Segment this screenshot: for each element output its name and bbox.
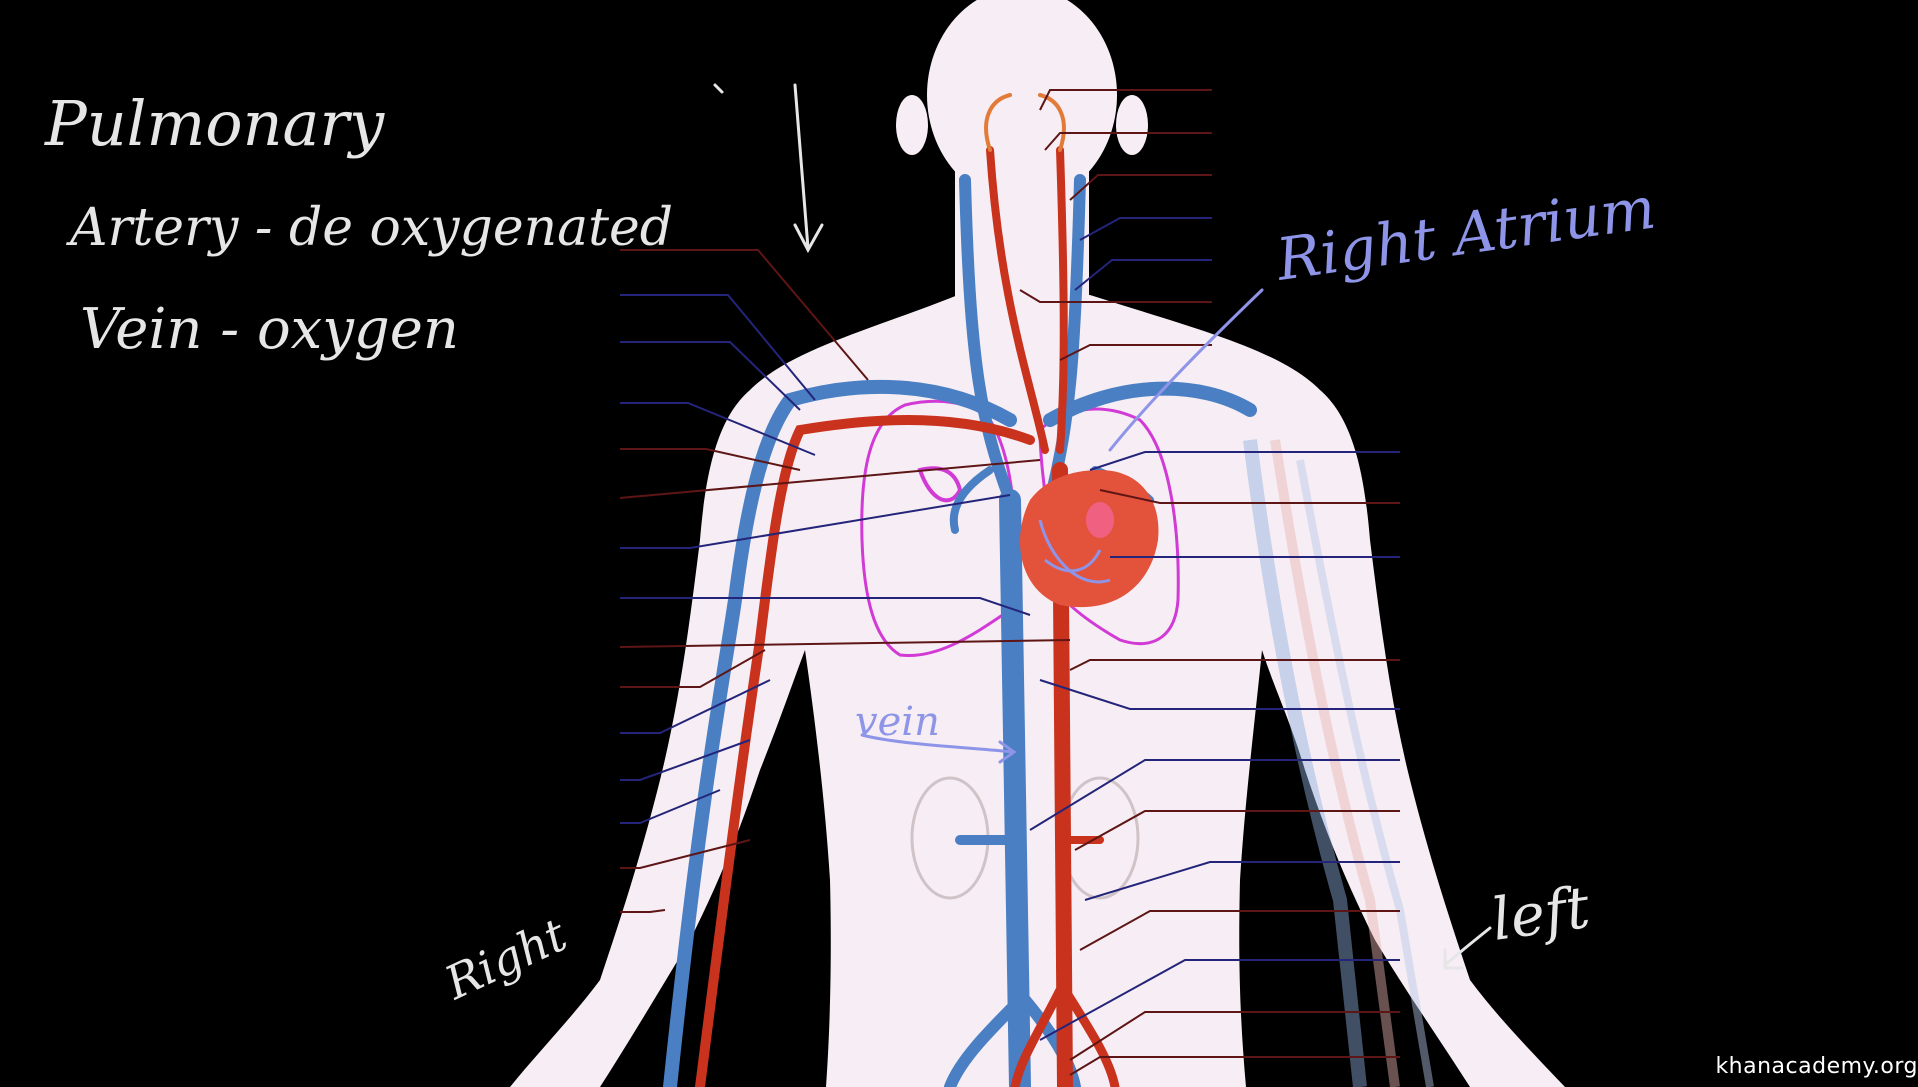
note-pulmonary: Pulmonary (44, 87, 385, 160)
note-right: Right (436, 907, 575, 1010)
down-arrow (795, 85, 822, 250)
note-left: left (1487, 873, 1594, 954)
tick-mark (715, 85, 722, 92)
note-right-atrium: Right Atrium (1271, 173, 1659, 294)
note-vein: Vein - oxygen (80, 297, 459, 362)
watermark: khanacademy.org (1715, 1054, 1918, 1079)
note-artery: Artery - de oxygenated (66, 198, 673, 258)
note-vein-small: vein (855, 699, 940, 745)
